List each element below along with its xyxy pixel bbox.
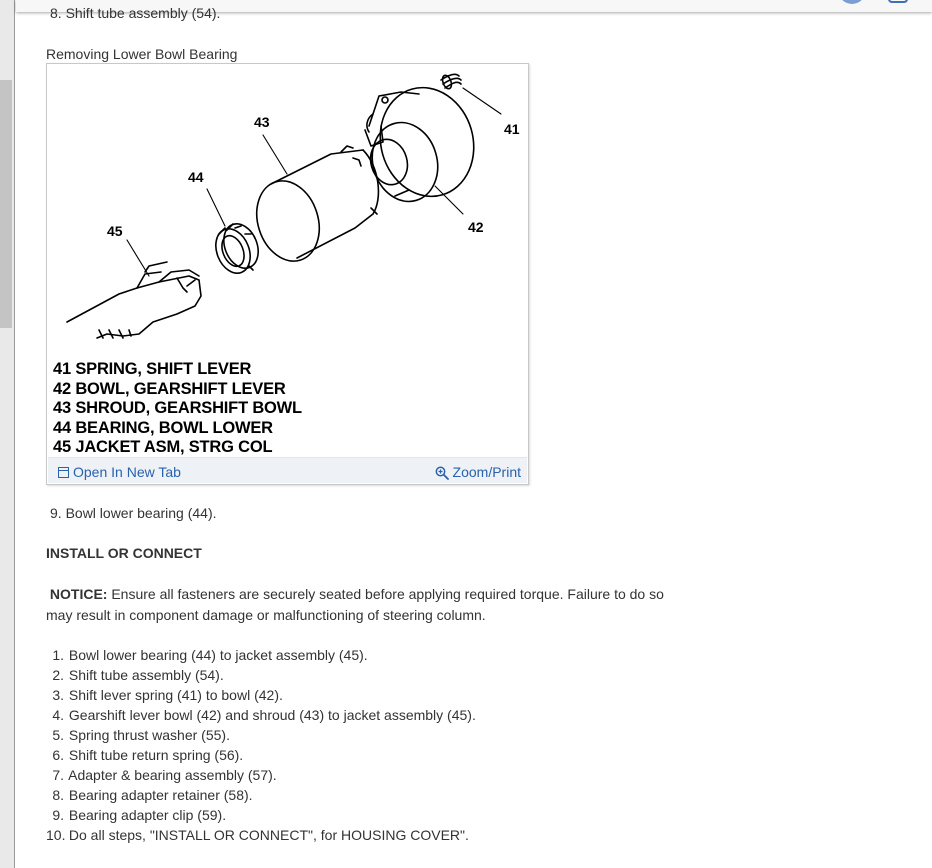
legend-item: 44 BEARING, BOWL LOWER [53,418,273,437]
left-panel-edge [0,0,15,868]
list-item-text: Adapter & bearing assembly (57). [68,767,277,783]
list-item: 7. Adapter & bearing assembly (57). [46,765,476,785]
callout-45: 45 [107,223,123,239]
notice-paragraph: NOTICE: Ensure all fasteners are securel… [46,584,676,626]
figure-card: 43 44 45 41 42 41 SPRING, SHIFT LEVER 42… [46,63,529,485]
list-item: 10. Do all steps, "INSTALL OR CONNECT", … [46,825,476,845]
callout-43: 43 [254,114,270,130]
list-item: 6. Shift tube return spring (56). [46,745,476,765]
notice-text: Ensure all fasteners are securely seated… [46,586,664,623]
list-item-number: 1. [52,647,64,663]
zoom-print-label: Zoom/Print [452,464,521,480]
open-in-new-tab-link[interactable]: Open In New Tab [58,462,181,482]
legend-item: 41 SPRING, SHIFT LEVER [53,360,252,378]
avatar[interactable] [838,0,866,4]
open-in-new-tab-label: Open In New Tab [73,464,181,480]
list-item-text: Shift tube return spring (56). [68,747,244,763]
callout-44: 44 [188,169,204,185]
list-item-number: 8. [52,787,64,803]
steering-column-diagram [66,73,502,339]
zoom-icon [435,465,449,480]
list-item-number: 6. [52,747,64,763]
menu-icon[interactable] [888,0,908,3]
legend-item: 43 SHROUD, GEARSHIFT BOWL [53,399,302,417]
remove-step-8: 8. Shift tube assembly (54). [50,5,221,21]
top-toolbar [16,0,932,12]
figure-footer: Open In New Tab Zoom/Print [48,457,527,483]
list-item: 1. Bowl lower bearing (44) to jacket ass… [46,645,476,665]
list-item-text: Bearing adapter clip (59). [68,807,227,823]
list-item-number: 3. [52,687,64,703]
list-item-text: Bowl lower bearing (44) to jacket assemb… [68,647,368,663]
list-item-text: Gearshift lever bowl (42) and shroud (43… [68,707,476,723]
list-item-text: Shift lever spring (41) to bowl (42). [68,687,283,703]
zoom-print-link[interactable]: Zoom/Print [435,462,521,482]
list-item: 9. Bearing adapter clip (59). [46,805,476,825]
legend-item: 42 BOWL, GEARSHIFT LEVER [53,379,286,398]
list-item-number: 4. [52,707,64,723]
list-item-number: 2. [52,667,64,683]
list-item-number: 7. [52,767,64,783]
list-item-text: Spring thrust washer (55). [68,727,230,743]
list-item-number: 5. [52,727,64,743]
open-tab-icon [58,466,69,478]
notice-label: NOTICE: [49,586,108,602]
callout-42: 42 [468,219,484,235]
list-item-text: Do all steps, "INSTALL OR CONNECT", for … [68,827,469,843]
legend-item: 45 JACKET ASM, STRG COL [53,438,273,456]
list-item-number: 9. [52,807,64,823]
list-item: 5. Spring thrust washer (55). [46,725,476,745]
remove-step-9: 9. Bowl lower bearing (44). [50,505,217,521]
callout-41: 41 [504,121,520,137]
figure-illustration: 43 44 45 41 42 41 SPRING, SHIFT LEVER 42… [49,66,526,457]
list-item-text: Bearing adapter retainer (58). [68,787,253,803]
install-steps-list: 1. Bowl lower bearing (44) to jacket ass… [46,645,476,845]
install-heading: INSTALL OR CONNECT [46,545,202,561]
list-item: 2. Shift tube assembly (54). [46,665,476,685]
list-item: 4. Gearshift lever bowl (42) and shroud … [46,705,476,725]
list-item: 8. Bearing adapter retainer (58). [46,785,476,805]
list-item: 3. Shift lever spring (41) to bowl (42). [46,685,476,705]
list-item-number: 10. [46,827,66,843]
figure-legend: 41 SPRING, SHIFT LEVER 42 BOWL, GEARSHIF… [53,360,302,458]
scrollbar-thumb[interactable] [0,80,12,328]
list-item-text: Shift tube assembly (54). [68,667,224,683]
figure-caption: Removing Lower Bowl Bearing [46,46,238,62]
